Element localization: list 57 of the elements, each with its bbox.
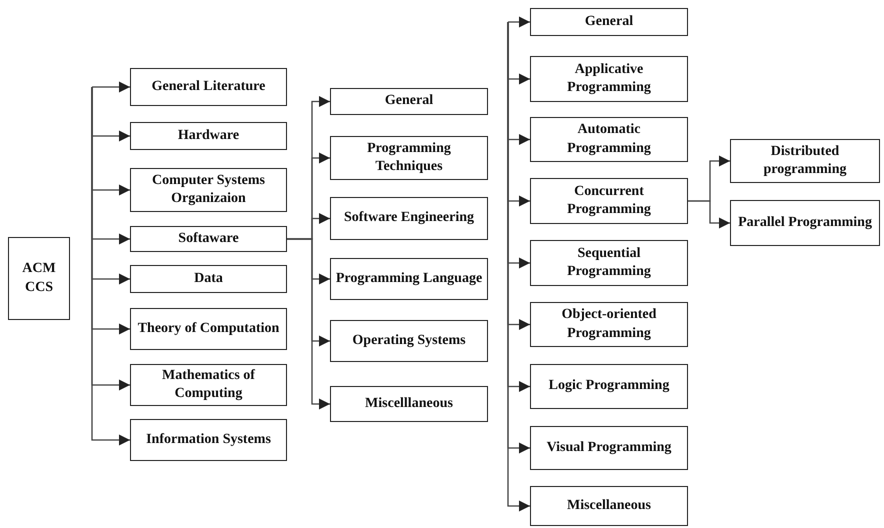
category-label: Object-oriented Programming bbox=[560, 306, 658, 342]
category-label: Applicative Programming bbox=[566, 60, 652, 97]
category-label: Automatic Programming bbox=[566, 121, 652, 158]
category-label: General bbox=[384, 92, 434, 110]
category-box bbox=[130, 122, 287, 150]
arrow bbox=[688, 200, 730, 228]
arrow bbox=[507, 16, 530, 28]
category-box bbox=[530, 8, 688, 36]
category-box bbox=[530, 56, 688, 102]
category-label: Theory of Computation bbox=[138, 320, 280, 338]
arrow bbox=[91, 82, 130, 92]
category-label: Operating Systems bbox=[352, 332, 466, 350]
category-box bbox=[130, 168, 287, 212]
category-box bbox=[330, 320, 488, 362]
category-label: General Literature bbox=[152, 78, 266, 96]
category-box bbox=[530, 302, 688, 347]
category-label: Data bbox=[194, 270, 223, 288]
category-label: General bbox=[584, 12, 634, 31]
category-box bbox=[730, 139, 880, 183]
category-label: ACM CCS bbox=[21, 260, 57, 296]
category-box bbox=[130, 308, 287, 350]
category-label: Computer Systems Organizaion bbox=[151, 172, 266, 208]
category-box bbox=[330, 258, 488, 300]
category-box bbox=[530, 486, 688, 526]
category-label: Miscelllaneous bbox=[365, 394, 453, 413]
category-box bbox=[330, 386, 488, 422]
arrow bbox=[287, 238, 330, 410]
category-label: Softaware bbox=[178, 230, 239, 248]
category-box bbox=[530, 240, 688, 286]
category-box bbox=[530, 426, 688, 470]
category-label: Programming Techniques bbox=[366, 140, 452, 176]
category-label: Information Systems bbox=[146, 430, 271, 449]
category-box bbox=[330, 197, 488, 240]
category-label: Distributed programming bbox=[762, 142, 848, 179]
arrow bbox=[91, 87, 130, 446]
category-label: Concurrent Programming bbox=[566, 182, 652, 219]
category-box bbox=[130, 265, 287, 293]
category-box bbox=[8, 237, 70, 320]
category-box bbox=[530, 364, 688, 409]
category-label: Visual Programming bbox=[546, 438, 672, 457]
category-label: Logic Programming bbox=[548, 377, 670, 396]
category-label: Mathematics of Computing bbox=[161, 366, 256, 403]
category-box bbox=[130, 68, 287, 106]
category-box bbox=[530, 117, 688, 162]
category-box bbox=[130, 419, 287, 461]
category-label: Parallel Programming bbox=[738, 214, 872, 232]
category-box bbox=[330, 136, 488, 180]
category-label: Hardware bbox=[178, 126, 240, 145]
category-box bbox=[530, 178, 688, 224]
category-box bbox=[330, 88, 488, 115]
category-label: Programming Language bbox=[336, 270, 482, 288]
category-label: Miscellaneous bbox=[567, 496, 651, 515]
category-box bbox=[730, 200, 880, 246]
category-box bbox=[130, 226, 287, 252]
category-label: Software Engineering bbox=[344, 209, 474, 228]
category-box bbox=[130, 364, 287, 406]
category-label: Sequential Programming bbox=[566, 244, 652, 281]
